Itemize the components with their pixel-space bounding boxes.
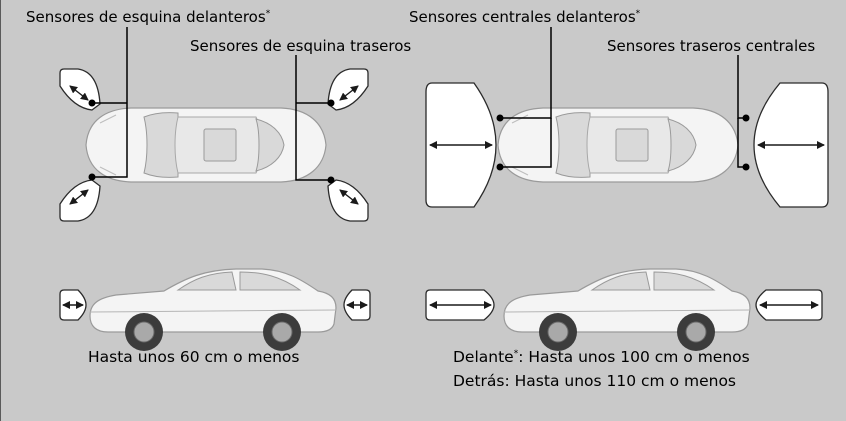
- front-corner-side-zone: [59, 289, 87, 321]
- car-side-view-left: [89, 268, 337, 352]
- front-left-corner-zone: [59, 68, 101, 111]
- front-center-side-zone: [425, 289, 495, 321]
- leader-rear-center: [737, 55, 746, 119]
- rear-left-corner-zone: [327, 68, 369, 111]
- rear-center-side-zone: [755, 289, 823, 321]
- caption-corner-range: Hasta unos 60 cm o menos: [88, 348, 300, 366]
- leader-front-center: [500, 27, 552, 119]
- label-rear-corner-sensors: Sensores de esquina traseros: [190, 37, 411, 55]
- rear-center-zone: [753, 82, 829, 208]
- label-front-center-sensors: Sensores centrales delanteros*: [409, 8, 641, 26]
- rear-corner-side-zone: [343, 289, 371, 321]
- front-center-zone: [425, 82, 497, 208]
- car-top-view-left: [85, 107, 327, 183]
- rear-right-corner-zone: [327, 179, 369, 222]
- front-right-corner-zone: [59, 179, 101, 222]
- leader-rear-center: [737, 118, 746, 168]
- label-rear-center-sensors: Sensores traseros centrales: [607, 37, 815, 55]
- car-side-view-right: [503, 268, 751, 352]
- label-front-corner-sensors: Sensores de esquina delanteros*: [26, 8, 271, 26]
- car-top-view-right: [497, 107, 739, 183]
- leader-front-center: [500, 118, 552, 168]
- caption-front-range: Delante*: Hasta unos 100 cm o menos: [453, 348, 750, 366]
- caption-rear-range: Detrás: Hasta unos 110 cm o menos: [453, 372, 736, 390]
- leader-rear-corner: [295, 55, 331, 181]
- leader-front-corner: [92, 27, 128, 178]
